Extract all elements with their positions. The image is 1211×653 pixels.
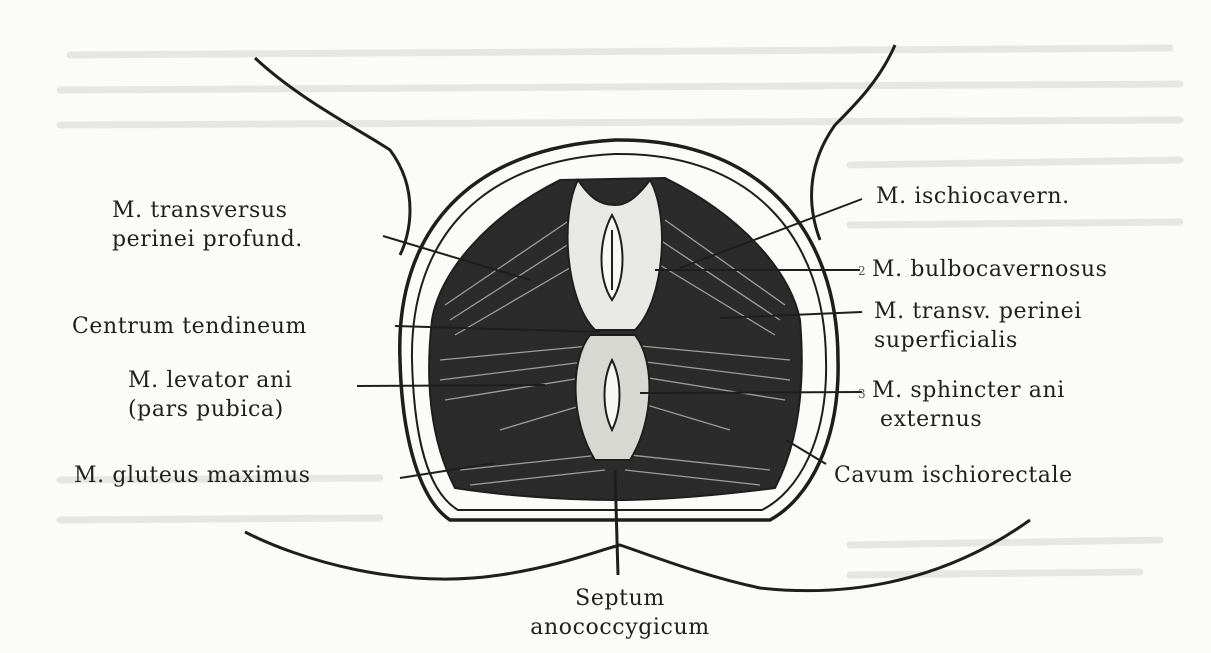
label-centrum-tendineum: Centrum tendineum — [72, 312, 307, 341]
label-superficialis-line1: M. transv. perinei — [874, 297, 1082, 326]
number-2: 2 — [858, 264, 866, 278]
label-levator-ani: M. levator ani (pars pubica) — [128, 366, 292, 424]
label-septum-line1: Septum — [520, 584, 720, 613]
label-levator-line1: M. levator ani — [128, 366, 292, 395]
label-septum-line2: anococcygicum — [520, 613, 720, 642]
label-ischiocavernosus: M. ischiocavern. — [876, 182, 1070, 211]
label-transversus-line1: M. transversus — [112, 196, 303, 225]
label-transversus-perinei-profundus: M. transversus perinei profund. — [112, 196, 303, 254]
label-superficialis-line2: superficialis — [874, 326, 1082, 355]
label-sphincter-line1: M. sphincter ani — [872, 376, 1065, 405]
label-septum-anococcygicum: Septum anococcygicum — [520, 584, 720, 642]
label-gluteus-maximus: M. gluteus maximus — [74, 461, 311, 490]
label-cavum-ischiorectale: Cavum ischiorectale — [834, 461, 1073, 490]
buttocks-contour — [245, 520, 1030, 591]
label-bulbocavernosus: M. bulbocavernosus — [872, 255, 1108, 284]
label-sphincter-ani-externus: M. sphincter ani externus — [872, 376, 1065, 434]
label-transversus-perinei-superficialis: M. transv. perinei superficialis — [874, 297, 1082, 355]
number-3: 3 — [858, 387, 866, 401]
label-transversus-line2: perinei profund. — [112, 225, 303, 254]
label-sphincter-line2: externus — [872, 405, 1065, 434]
label-levator-line2: (pars pubica) — [128, 395, 292, 424]
